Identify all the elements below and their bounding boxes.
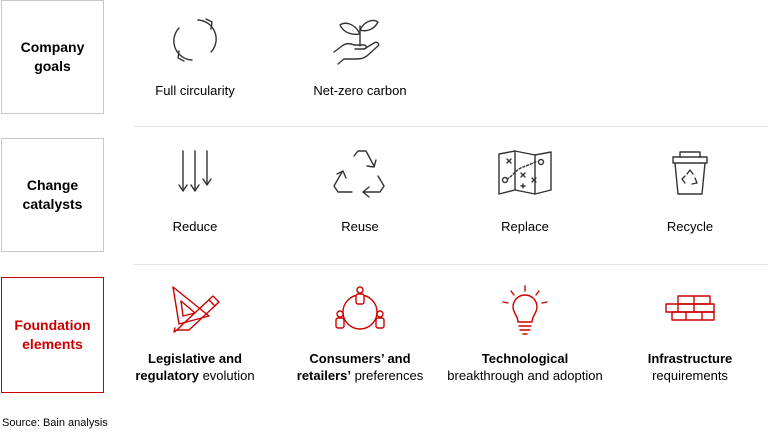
catalyst-reduce: Reduce	[110, 150, 280, 235]
catalyst-recycle: Recycle	[605, 150, 768, 235]
caption-bold: Legislative and	[148, 351, 242, 366]
catalyst-reuse: Reuse	[275, 150, 445, 235]
goal-label: Net-zero carbon	[313, 83, 407, 98]
catalyst-label: Replace	[501, 219, 549, 234]
lightbulb-icon	[502, 285, 548, 335]
caption-bold: Consumers’ and	[309, 351, 411, 366]
foundation-caption: Infrastructure requirements	[605, 350, 768, 384]
people-network-icon	[335, 286, 385, 330]
caption-bold: retailers’	[296, 368, 351, 383]
company-goals-label: Company goals	[1, 0, 104, 114]
foundation-caption: Technological breakthrough and adoption	[440, 350, 610, 384]
foundation-elements-label: Foundation elements	[1, 277, 104, 393]
hand-sprout-icon	[333, 19, 380, 65]
foundation-elements-label-line2: elements	[22, 336, 83, 352]
foundation-legislative: Legislative and regulatory evolution	[110, 286, 280, 384]
foundation-technological: Technological breakthrough and adoption	[440, 285, 610, 384]
catalyst-replace: Replace	[440, 150, 610, 235]
foundation-caption: Consumers’ and retailers’ preferences	[275, 350, 445, 384]
row-divider	[133, 264, 768, 265]
drafting-tools-icon	[172, 286, 220, 333]
caption-bold: Infrastructure	[647, 351, 733, 366]
foundation-caption: Legislative and regulatory evolution	[110, 350, 280, 384]
goal-full-circularity: Full circularity	[110, 14, 280, 99]
company-goals-label-line2: goals	[34, 58, 71, 74]
goal-label: Full circularity	[155, 83, 235, 98]
caption-regular: requirements	[652, 368, 728, 383]
foundation-elements-label-line1: Foundation	[14, 317, 91, 333]
catalyst-label: Reuse	[341, 219, 379, 234]
foundation-consumers: Consumers’ and retailers’ preferences	[275, 286, 445, 384]
catalyst-label: Recycle	[666, 219, 714, 234]
circular-arrows-icon	[173, 18, 217, 62]
recycle-triangle-icon	[333, 150, 385, 198]
caption-regular: preferences	[350, 368, 424, 383]
caption-regular: breakthrough and adoption	[447, 368, 603, 383]
foundation-infrastructure: Infrastructure requirements	[605, 286, 768, 384]
map-icon	[498, 150, 552, 195]
row-divider	[133, 126, 768, 127]
caption-regular: evolution	[198, 368, 255, 383]
down-arrows-icon	[178, 150, 212, 192]
caption-bold: regulatory	[135, 368, 199, 383]
change-catalysts-label: Change catalysts	[1, 138, 104, 252]
caption-bold: Technological	[481, 351, 569, 366]
goal-net-zero-carbon: Net-zero carbon	[275, 14, 445, 99]
change-catalysts-label-line1: Change	[26, 177, 79, 193]
source-note: Source: Bain analysis	[2, 417, 108, 429]
brick-wall-icon	[665, 295, 715, 321]
company-goals-label-line1: Company	[20, 39, 85, 55]
change-catalysts-label-line2: catalysts	[22, 196, 83, 212]
recycle-bin-icon	[672, 151, 708, 195]
catalyst-label: Reduce	[172, 219, 218, 234]
